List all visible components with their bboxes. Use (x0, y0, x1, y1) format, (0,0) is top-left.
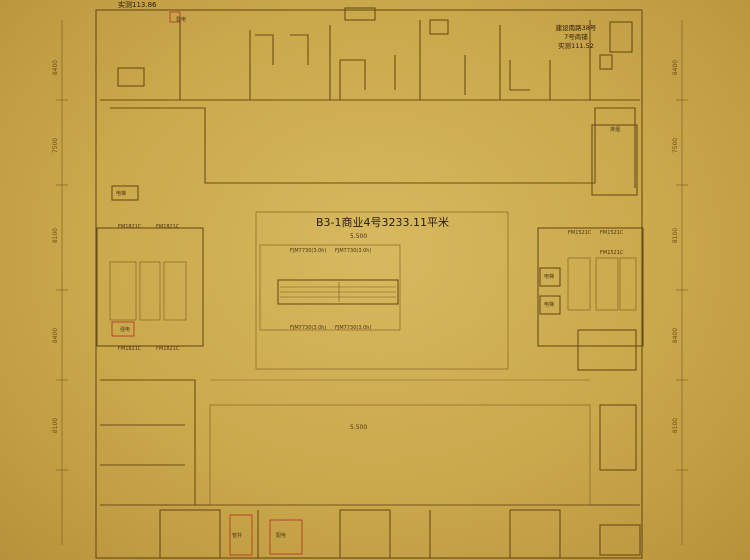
left-stair-core (96, 227, 204, 347)
stair-label: FM1821C (156, 224, 180, 230)
room-label: 强电 (120, 327, 131, 333)
room-label: 电梯 (544, 274, 555, 280)
left-shaft-red (111, 321, 135, 337)
shop-fitout-walls (255, 34, 551, 100)
stair-label: FM1521C (568, 230, 592, 236)
right-stair-flight (567, 257, 591, 311)
atrium-outer-boundary (255, 211, 509, 370)
room-label: 电梯 (116, 191, 127, 197)
elevation-top: 5.500 (350, 233, 368, 240)
top-shaft (344, 7, 376, 21)
dim-left-4: 8400 (52, 327, 60, 344)
red-shaft (169, 11, 181, 23)
plan-title: B3-1商业4号3233.11平米 (316, 216, 449, 229)
dim-right-3: 8100 (672, 227, 680, 244)
stair-label: FM1521C (600, 230, 624, 236)
dim-right-2: 7500 (672, 137, 680, 154)
atrium-void (259, 244, 401, 331)
bottom-core-1 (159, 509, 221, 559)
stair-label: FM1821C (118, 346, 142, 352)
room-label: 配电 (276, 533, 287, 539)
dim-left-5: 8100 (52, 417, 60, 434)
dim-left-2: 7500 (52, 137, 60, 154)
room-label: 管井 (232, 533, 243, 539)
top-left-stair (117, 67, 145, 87)
right-elevator (539, 295, 561, 315)
right-shop-note: 建设南路38号 7号商铺 实测111.52 (546, 24, 606, 51)
bottom-red-shaft (269, 519, 303, 555)
left-stair-flight (163, 261, 187, 321)
bottom-right-room (599, 524, 641, 556)
top-right-shaft (599, 54, 613, 70)
escalator-label: FJM7730(3.0h) (290, 248, 327, 254)
right-stair-flight (619, 257, 637, 311)
top-left-area-label: 实测113.86 (118, 1, 157, 9)
dim-left-1: 8400 (52, 59, 60, 76)
right-lower-room (577, 329, 637, 371)
stair-label: FM1821C (118, 224, 142, 230)
stair-label: FM1821C (156, 346, 180, 352)
escalator-label: FJM7730(3.0h) (335, 325, 372, 331)
left-stair-flight (139, 261, 161, 321)
dim-left-3: 8100 (52, 227, 60, 244)
left-elevator (111, 185, 139, 201)
escalator-label: FJM7730(3.0h) (335, 248, 372, 254)
right-note-line1: 建设南路38号 (555, 24, 597, 32)
left-lower-shops (100, 379, 196, 505)
atrium-upper-wall (110, 107, 636, 188)
bottom-red-shaft (229, 514, 253, 556)
right-elevator (539, 267, 561, 287)
room-label: 弱电 (176, 17, 187, 23)
bottom-core-3 (509, 509, 561, 559)
dim-right-5: 8100 (672, 417, 680, 434)
lower-hall (209, 404, 591, 506)
room-label: 排烟 (610, 127, 621, 133)
top-right-stair (609, 21, 633, 53)
dim-right-4: 8400 (672, 327, 680, 344)
right-stair-core (537, 227, 644, 347)
right-side-room (599, 404, 637, 471)
right-note-line2: 7号商铺 (564, 33, 588, 41)
left-stair-flight (109, 261, 137, 321)
elevation-bottom: 5.500 (350, 424, 368, 431)
top-shaft (429, 19, 449, 35)
bottom-core-2 (339, 509, 391, 559)
right-stair-flight (595, 257, 619, 311)
escalator-block (277, 279, 399, 305)
stair-label: FM1521C (600, 250, 624, 256)
right-upper-room (591, 124, 638, 196)
right-note-line3: 实测111.52 (558, 42, 594, 50)
dim-right-1: 8400 (672, 59, 680, 76)
escalator-label: FJM7730(3.0h) (290, 325, 327, 331)
room-label: 电梯 (544, 302, 555, 308)
